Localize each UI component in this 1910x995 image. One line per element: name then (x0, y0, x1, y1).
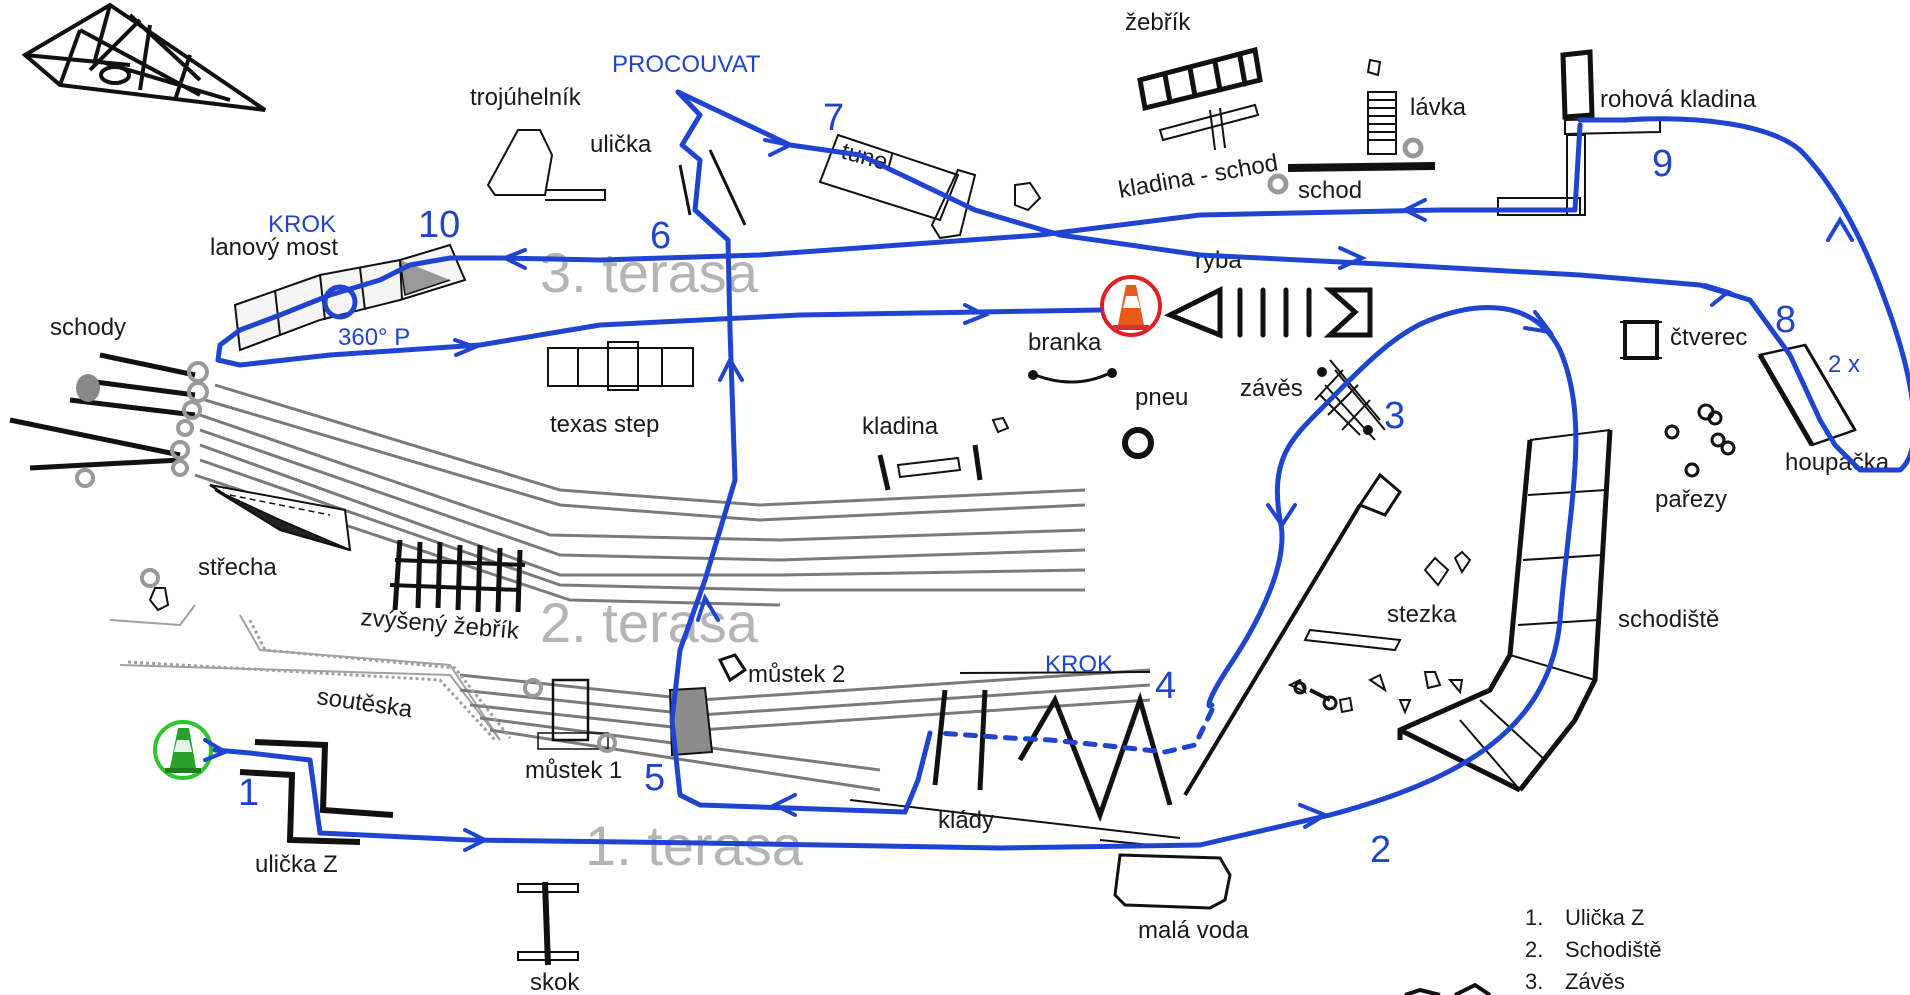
legend-item-1: Ulička Z (1565, 905, 1644, 930)
schodiste-obstacle (1397, 429, 1613, 793)
klady-obstacle (932, 689, 1173, 823)
stezka-label: stezka (1387, 601, 1457, 628)
tent-logo-icon (21, 2, 267, 112)
zebrik-obstacle (1137, 46, 1263, 112)
station-6: 6 (650, 215, 671, 257)
branka-label: branka (1028, 329, 1102, 356)
schod-obstacle (1267, 162, 1436, 195)
souteska-obstacle (127, 619, 512, 742)
ulicka-obstacle (678, 149, 747, 226)
station-3: 3 (1384, 395, 1405, 437)
parezy-label: pařezy (1655, 486, 1727, 513)
lavka-obstacle (1366, 58, 1424, 159)
legend: 1. Ulička Z 2. Schodiště 3. Závěs (1525, 905, 1662, 994)
legend-num-1: 1. (1525, 905, 1543, 930)
strecha-label: střecha (198, 554, 277, 581)
mustek-1-obstacle (523, 678, 617, 753)
strecha-obstacle (140, 484, 352, 612)
legend-item-3: Závěs (1565, 969, 1625, 994)
terrace-lines (109, 383, 1181, 846)
legend-item-2: Schodiště (1565, 937, 1662, 962)
zaves-obstacle (1314, 359, 1386, 441)
station-10: 10 (418, 204, 460, 246)
stezka-obstacle (1183, 472, 1472, 797)
turn-360-label: 360° P (338, 324, 410, 351)
route-path (203, 89, 1910, 852)
zebrik-label: žebřík (1125, 9, 1191, 36)
branka-obstacle (1028, 368, 1117, 384)
mustek-1-label: můstek 1 (525, 757, 622, 784)
krok-bottom-label: KROK (1045, 651, 1113, 678)
ryba-label: ryba (1195, 247, 1242, 274)
tunel-obstacle (818, 133, 1042, 240)
trojuhelnik-obstacle (486, 129, 606, 201)
station-1: 1 (238, 772, 259, 814)
trojuhelnik-label: trojúhelník (470, 84, 582, 111)
station-2: 2 (1370, 829, 1391, 871)
zaves-label: závěs (1240, 375, 1303, 402)
procouvat-label: PROCOUVAT (612, 51, 761, 78)
mala-voda-label: malá voda (1138, 917, 1249, 944)
schod-label: schod (1298, 177, 1362, 204)
texas-step-label: texas step (550, 411, 659, 438)
zvyseny-zebrik-obstacle (389, 539, 526, 613)
station-7: 7 (823, 97, 844, 139)
klady-label: klády (938, 807, 994, 834)
kladina-schod-label: kladina - schod (1116, 149, 1280, 204)
schody-obstacle (9, 352, 209, 488)
partial-obstacle (1404, 982, 1492, 995)
houpacka-obstacle (1757, 343, 1857, 447)
mustek-2-label: můstek 2 (748, 661, 845, 688)
skok-obstacle (517, 881, 579, 966)
pneu-obstacle (1122, 427, 1154, 459)
station-8: 8 (1775, 299, 1796, 341)
times-2-label: 2 x (1828, 351, 1860, 378)
ctverec-obstacle (1620, 320, 1662, 360)
kladina-schod-obstacle (1158, 103, 1260, 151)
kladina-obstacle (877, 416, 1010, 491)
terrace-3-label: 3. terasa (540, 241, 759, 304)
mala-voda-obstacle (1113, 853, 1232, 910)
kladina-label: kladina (862, 413, 939, 440)
station-4: 4 (1155, 665, 1176, 707)
ulicka-z-obstacle (239, 739, 394, 845)
lanovy-most-obstacle (233, 243, 467, 352)
start-cone-icon (153, 720, 213, 780)
station-5: 5 (644, 757, 665, 799)
lavka-label: lávka (1410, 94, 1467, 121)
ctverec-label: čtverec (1670, 324, 1747, 351)
texas-step-obstacle (547, 341, 694, 391)
ulicka-z-label: ulička Z (255, 851, 338, 878)
lanovy-most-label: lanový most (210, 234, 338, 261)
mustek-2-obstacle (668, 653, 748, 757)
station-9: 9 (1652, 143, 1673, 185)
krok-top-label: KROK (268, 211, 336, 238)
schody-label: schody (50, 314, 126, 341)
rohova-kladina-label: rohová kladina (1600, 86, 1757, 113)
ryba-obstacle (1163, 285, 1373, 339)
legend-num-2: 2. (1525, 937, 1543, 962)
parezy-obstacle (1664, 403, 1736, 478)
pneu-label: pneu (1135, 384, 1188, 411)
souteska-label: soutěska (315, 683, 415, 723)
schodiste-label: schodiště (1618, 606, 1719, 633)
ulicka-label: ulička (590, 131, 652, 158)
finish-cone-icon (1100, 275, 1162, 337)
legend-num-3: 3. (1525, 969, 1543, 994)
skok-label: skok (530, 969, 580, 995)
